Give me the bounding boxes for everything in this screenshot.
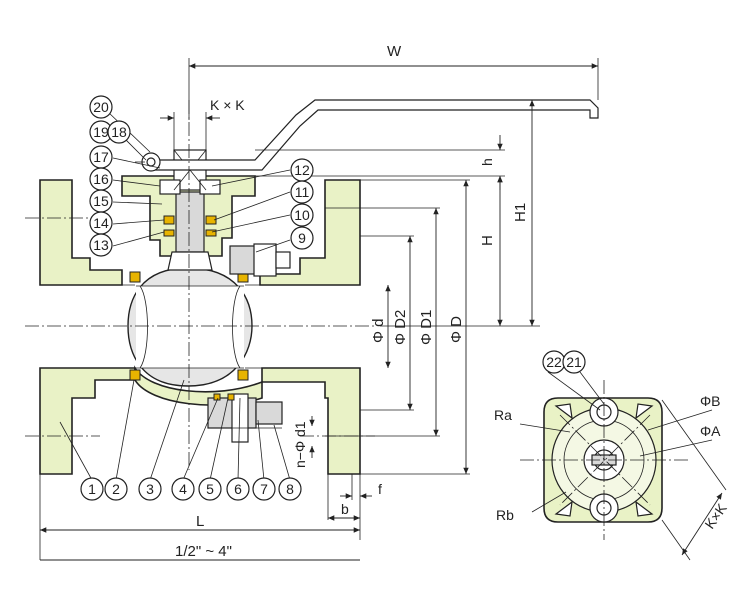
- dim-W: W: [387, 43, 402, 60]
- dim-phi-D1: Φ D1: [418, 310, 435, 345]
- dim-phi-d: Φ d: [370, 319, 387, 343]
- label-Rb: Rb: [496, 507, 514, 523]
- part-leaders: [59, 111, 291, 481]
- part-bubble-12: 12: [290, 158, 314, 182]
- part-bubble-6: 6: [226, 477, 250, 501]
- mounting-pad-view: Ra Rb ΦB ΦA K×K: [494, 371, 730, 561]
- label-phi-A: ΦA: [700, 423, 721, 439]
- part-bubble-9: 9: [290, 226, 314, 250]
- svg-text:12: 12: [294, 162, 310, 178]
- lever-handle: [135, 99, 599, 172]
- dim-KxK: K × K: [210, 97, 245, 113]
- part-bubble-4: 4: [171, 477, 195, 501]
- seats: [129, 271, 249, 381]
- ball: [127, 267, 253, 387]
- svg-text:13: 13: [93, 237, 109, 253]
- svg-text:11: 11: [295, 184, 310, 200]
- svg-text:16: 16: [93, 171, 109, 187]
- svg-text:4: 4: [179, 481, 187, 497]
- svg-text:6: 6: [234, 481, 242, 497]
- part-bubble-19: 19: [89, 120, 113, 144]
- svg-text:19: 19: [93, 124, 109, 140]
- svg-text:1: 1: [88, 481, 96, 497]
- dim-L: L: [196, 513, 204, 530]
- svg-text:22: 22: [546, 354, 562, 370]
- svg-text:18: 18: [111, 124, 127, 140]
- svg-text:5: 5: [206, 481, 214, 497]
- svg-text:3: 3: [146, 481, 154, 497]
- part-bubble-22: 22: [542, 350, 566, 374]
- svg-text:15: 15: [93, 193, 109, 209]
- dim-b: b: [341, 501, 349, 517]
- part-bubble-13: 13: [89, 233, 113, 257]
- svg-text:9: 9: [298, 230, 306, 246]
- part-bubble-17: 17: [89, 145, 113, 169]
- dimension-lines: [39, 58, 599, 560]
- label-pad-KxK: K×K: [701, 500, 730, 532]
- label-phi-B: ΦB: [700, 393, 721, 409]
- dim-phi-D2: Φ D2: [392, 310, 409, 345]
- part-bubble-5: 5: [198, 477, 222, 501]
- part-bubble-14: 14: [89, 211, 113, 235]
- dim-f: f: [378, 481, 382, 497]
- svg-text:10: 10: [294, 207, 310, 223]
- svg-text:17: 17: [93, 149, 109, 165]
- part-bubble-7: 7: [252, 477, 276, 501]
- dim-phi-D: Φ D: [448, 316, 465, 343]
- part-bubble-2: 2: [104, 477, 128, 501]
- svg-text:8: 8: [286, 481, 294, 497]
- dim-h: h: [479, 158, 495, 166]
- svg-text:2: 2: [112, 481, 120, 497]
- part-bubble-1: 1: [80, 477, 104, 501]
- part-bubble-21: 21: [562, 350, 586, 374]
- dim-H1: H1: [512, 203, 529, 222]
- size-range: 1/2" ~ 4": [175, 543, 232, 560]
- dim-H: H: [479, 235, 496, 246]
- part-bubble-10: 10: [290, 203, 314, 227]
- part-bubbles: 20 19 18 17 16 15 14 13 12 11 10 9 1 2 3…: [80, 95, 586, 501]
- svg-text:21: 21: [566, 354, 582, 370]
- part-bubble-8: 8: [278, 477, 302, 501]
- part-bubble-20: 20: [89, 95, 113, 119]
- svg-text:7: 7: [260, 481, 268, 497]
- part-bubble-3: 3: [138, 477, 162, 501]
- part-bubble-11: 11: [290, 180, 314, 204]
- part-bubble-16: 16: [89, 167, 113, 191]
- part-bubble-15: 15: [89, 189, 113, 213]
- dim-n-phi-d1: n−Φ d1: [292, 421, 308, 468]
- bonnet-bolt: [229, 243, 291, 277]
- body-bolt: [207, 393, 283, 443]
- svg-text:20: 20: [93, 99, 109, 115]
- dimension-labels: W K × K h H1 H Φ d Φ D2 Φ D1 Φ D n−Φ d1 …: [40, 43, 529, 561]
- part-bubble-18: 18: [107, 120, 131, 144]
- svg-text:14: 14: [93, 215, 109, 231]
- label-Ra: Ra: [494, 407, 512, 423]
